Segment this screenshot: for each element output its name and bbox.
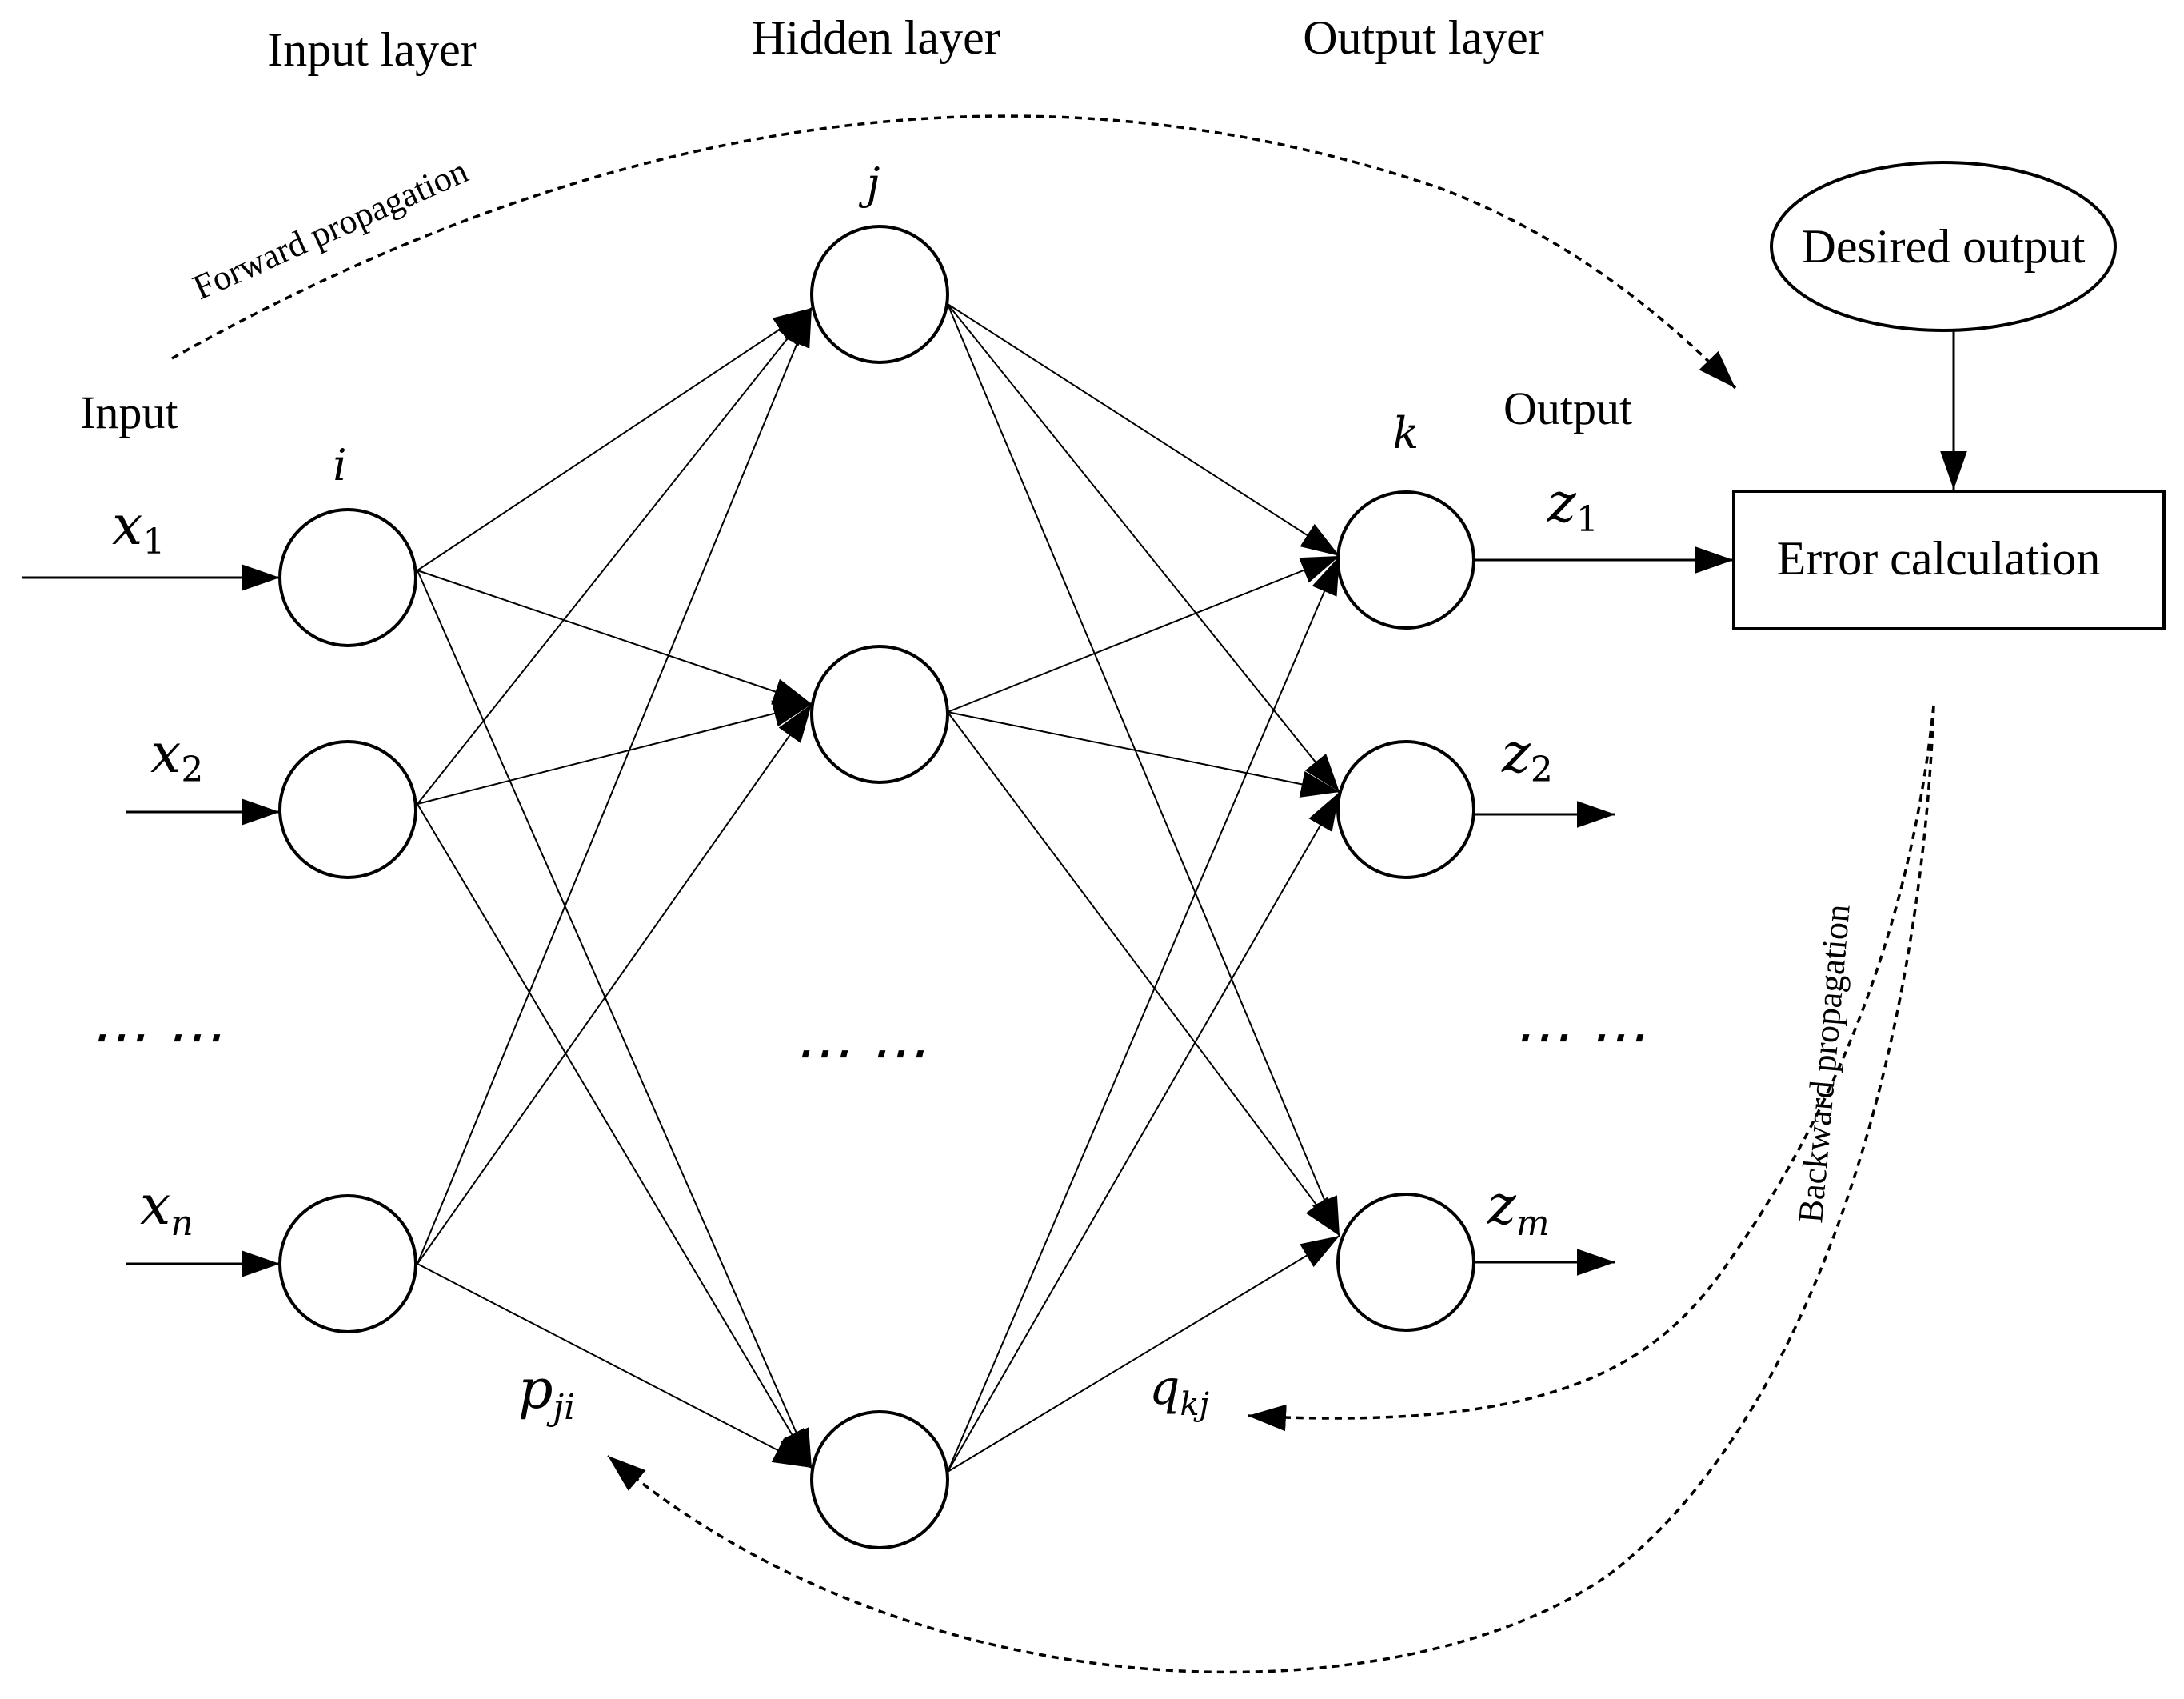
weight-label-p: pji — [518, 1358, 575, 1428]
connection-line — [417, 700, 813, 805]
backward-propagation-arrow-q — [1247, 705, 1935, 1432]
connection-line — [947, 555, 1340, 1473]
hidden-layer-header: Hidden layer — [751, 11, 1000, 64]
connection-line — [947, 303, 1340, 793]
connection-line — [947, 711, 1340, 1237]
backward-propagation-label: Backward propagation — [1791, 903, 1858, 1225]
input-node-n — [278, 1194, 417, 1333]
input-layer-header: Input layer — [267, 23, 477, 76]
connection-line — [417, 570, 813, 705]
weight-label-q: qkj — [1149, 1360, 1209, 1423]
connection-line — [947, 791, 1340, 1473]
connection-line — [417, 1263, 813, 1469]
connection-line — [417, 803, 813, 1469]
input-label-x2: x2 — [150, 722, 203, 790]
index-k: k — [1393, 408, 1419, 458]
hidden-node-1 — [810, 225, 949, 364]
hidden-ellipsis: ⋯ ⋯ — [792, 1018, 925, 1085]
forward-propagation-label: Forward propagation — [187, 151, 473, 307]
connection-line — [417, 307, 813, 1265]
error-calculation-box — [1732, 490, 2166, 630]
hidden-node-last — [810, 1410, 949, 1549]
output-layer-header: Output layer — [1303, 11, 1544, 64]
output-node-m — [1336, 1193, 1475, 1332]
forward-propagation-arrow — [171, 114, 1737, 390]
connection-line — [947, 1235, 1340, 1473]
output-ellipsis: ⋯ ⋯ — [1511, 1002, 1645, 1069]
connection-line — [947, 711, 1340, 798]
input-label-x1: x1 — [112, 494, 165, 562]
output-node-2 — [1336, 740, 1475, 879]
output-label-z1: z1 — [1547, 472, 1599, 540]
input-label: Input — [80, 386, 178, 438]
input-node-2 — [278, 740, 417, 879]
input-ellipsis: ⋯ ⋯ — [88, 1002, 222, 1069]
error-calculation-label: Error calculation — [1777, 532, 2101, 585]
hidden-output-connections — [947, 303, 1340, 1473]
output-label-z2: z2 — [1501, 722, 1553, 790]
desired-output-label: Desired output — [1802, 220, 2086, 273]
output-node-1 — [1336, 490, 1475, 630]
backward-propagation-arrow-p — [606, 705, 1935, 1674]
hidden-node-2 — [810, 645, 949, 784]
connection-line — [417, 570, 813, 1469]
connection-line — [947, 303, 1340, 1237]
connection-line — [417, 307, 813, 805]
output-label: Output — [1503, 382, 1632, 434]
connection-line — [417, 703, 813, 1265]
connection-line — [947, 303, 1340, 557]
connection-line — [947, 555, 1340, 713]
index-i: i — [333, 440, 346, 490]
input-node-1 — [278, 508, 417, 647]
output-label-zm: zm — [1487, 1174, 1550, 1244]
connection-line — [417, 307, 813, 571]
input-label-xn: xn — [140, 1174, 194, 1244]
input-hidden-connections — [417, 307, 813, 1469]
index-j: j — [859, 158, 880, 209]
desired-output-ellipse — [1770, 161, 2117, 332]
